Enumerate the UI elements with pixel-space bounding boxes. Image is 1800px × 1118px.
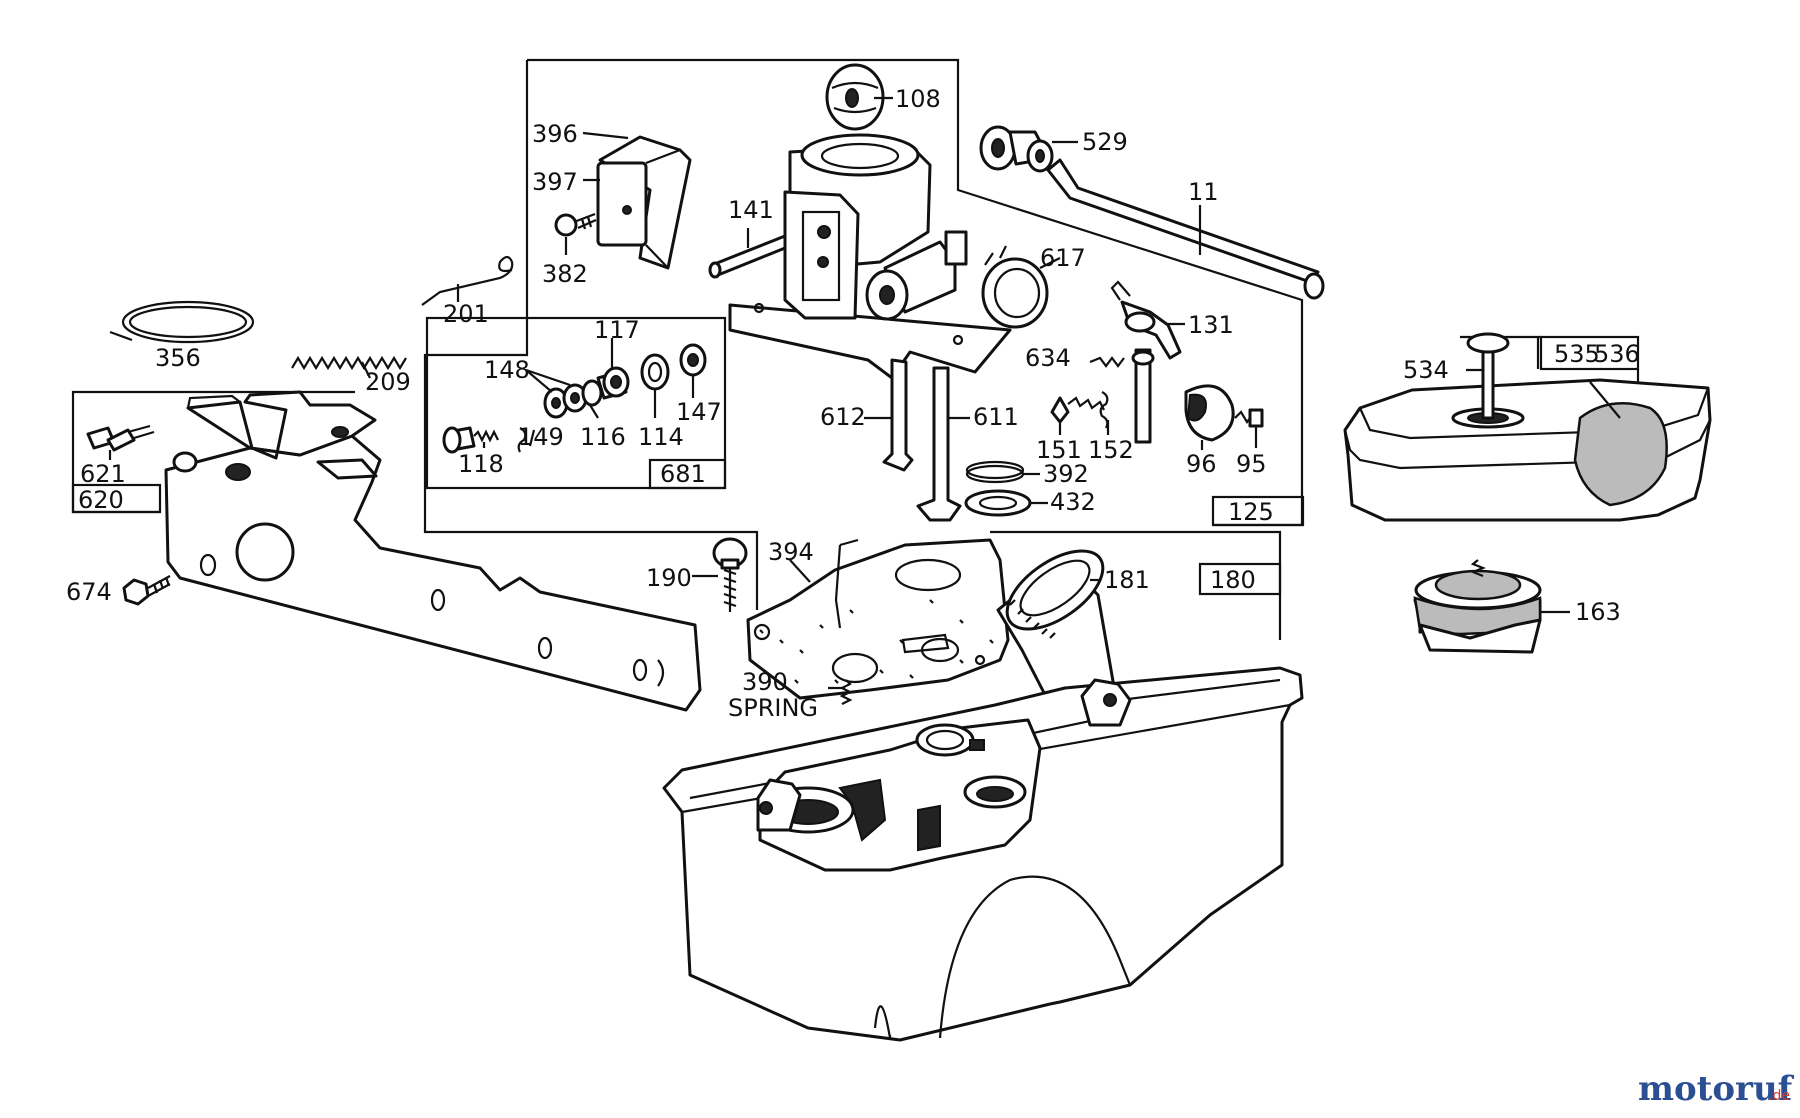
part-label-181: 181 (1104, 566, 1150, 594)
part-label-131: 131 (1188, 311, 1234, 339)
part-label-11: 11 (1188, 178, 1219, 206)
part-674-bolt (122, 575, 171, 606)
label-box-536 (1539, 335, 1640, 371)
part-label-356: 356 (155, 344, 201, 372)
part-label-spring: SPRING (728, 694, 818, 722)
part-621-screws (86, 424, 155, 460)
part-label-612: 612 (820, 403, 866, 431)
part-131-634-lever (1089, 280, 1185, 444)
group-681-parts (442, 338, 707, 454)
part-label-681: 681 (660, 460, 706, 488)
part-label-611: 611 (973, 403, 1019, 431)
leader-209 (361, 361, 371, 379)
watermark-tld: .de (1768, 1088, 1790, 1104)
part-190-screw (692, 537, 748, 612)
label-box-125 (1211, 495, 1305, 527)
part-356-ring (109, 300, 255, 344)
part-label-529: 529 (1082, 128, 1128, 156)
part-carburetor-body (728, 133, 1061, 380)
label-box-681 (648, 458, 727, 490)
part-151-152-needle (1050, 391, 1110, 435)
part-label-163: 163 (1575, 598, 1621, 626)
part-label-190: 190 (646, 564, 692, 592)
part-label-390: 390 (742, 668, 788, 696)
part-label-148: 148 (484, 356, 530, 384)
part-label-536: 536 (1594, 340, 1640, 368)
part-label-209: 209 (365, 368, 411, 396)
part-382-screw (554, 212, 597, 255)
part-620-control-plate (164, 390, 702, 712)
part-394-gasket (746, 538, 1010, 705)
part-label-382: 382 (542, 260, 588, 288)
part-181-fuel-pipe (996, 549, 1120, 722)
part-label-392: 392 (1043, 460, 1089, 488)
group-box-180 (990, 530, 1282, 640)
part-529-elbow (979, 125, 1078, 173)
part-label-151: 151 (1036, 436, 1082, 464)
part-label-147: 147 (676, 398, 722, 426)
group-box-125-left (423, 60, 759, 610)
part-label-117: 117 (594, 316, 640, 344)
part-label-114: 114 (638, 423, 684, 451)
part-label-95: 95 (1236, 450, 1267, 478)
part-label-201: 201 (443, 300, 489, 328)
part-611-612-rods (864, 358, 970, 522)
part-label-118: 118 (458, 450, 504, 478)
part-11-fuel-tube (1046, 158, 1325, 300)
label-box-180 (1198, 562, 1282, 596)
part-534-536-air-cleaner (1343, 332, 1712, 522)
part-209-spring (291, 355, 407, 371)
part-label-152: 152 (1088, 436, 1134, 464)
part-label-149: 149 (518, 423, 564, 451)
part-label-394: 394 (768, 538, 814, 566)
watermark-logo: motoruf .de (1638, 1069, 1795, 1109)
part-label-396: 396 (532, 120, 578, 148)
part-label-674: 674 (66, 578, 112, 606)
part-label-397: 397 (532, 168, 578, 196)
part-label-621: 621 (80, 460, 126, 488)
part-label-432: 432 (1050, 488, 1096, 516)
watermark-brand: motoruf (1638, 1069, 1795, 1109)
part-label-96: 96 (1186, 450, 1217, 478)
part-label-620: 620 (78, 486, 124, 514)
part-label-141: 141 (728, 196, 774, 224)
label-box-620 (71, 483, 162, 514)
part-201-link (421, 255, 514, 306)
part-label-534: 534 (1403, 356, 1449, 384)
group-box-681 (425, 316, 727, 490)
part-label-180: 180 (1210, 566, 1256, 594)
part-396-397-bracket (582, 131, 692, 270)
part-180-fuel-tank (662, 666, 1304, 1042)
part-392-432-gaskets (964, 460, 1048, 517)
part-label-116: 116 (580, 423, 626, 451)
part-label-108: 108 (895, 85, 941, 113)
part-label-535: 535 (1554, 340, 1600, 368)
part-163-filter (1413, 559, 1570, 654)
part-96-95-plate (1184, 384, 1264, 450)
part-label-617: 617 (1040, 244, 1086, 272)
part-label-634: 634 (1025, 344, 1071, 372)
part-labels: 108 396 397 382 141 529 11 617 201 356 2… (66, 85, 1640, 722)
part-108-plug (825, 63, 893, 131)
part-label-125: 125 (1228, 498, 1274, 526)
part-141-pin (708, 228, 792, 279)
